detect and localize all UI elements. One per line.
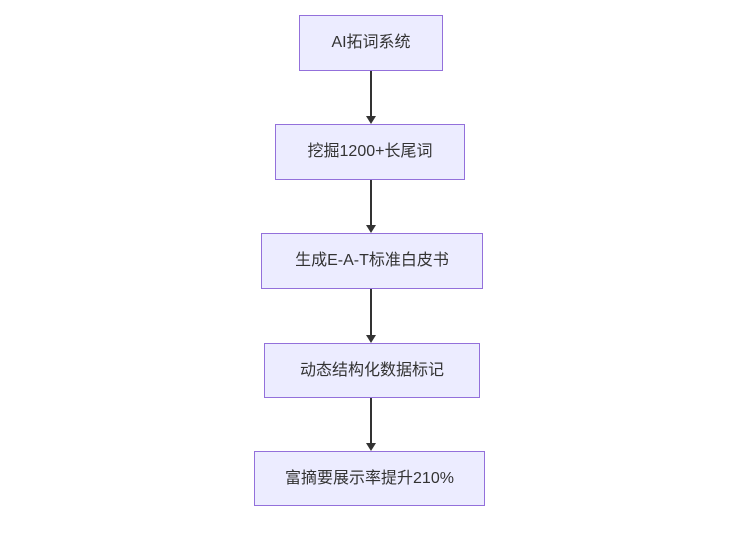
flow-node-label: 动态结构化数据标记	[299, 361, 444, 379]
connector-line	[370, 180, 372, 226]
flow-node-eat-whitepaper: 生成E-A-T标准白皮书	[261, 233, 483, 289]
flow-node-label: 富摘要展示率提升210%	[285, 469, 454, 487]
connector-3	[365, 289, 377, 343]
flow-node-label: AI拓词系统	[331, 34, 411, 52]
connector-line	[370, 289, 372, 336]
flow-node-ai-keyword-system: AI拓词系统	[299, 15, 443, 71]
arrowhead-down-icon	[366, 116, 376, 124]
arrowhead-down-icon	[366, 335, 376, 343]
connector-4	[365, 398, 377, 451]
arrowhead-down-icon	[366, 443, 376, 451]
arrowhead-down-icon	[366, 225, 376, 233]
flow-node-rich-snippet-result: 富摘要展示率提升210%	[254, 451, 485, 506]
connector-line	[370, 398, 372, 444]
connector-line	[370, 71, 372, 117]
flow-node-label: 生成E-A-T标准白皮书	[295, 252, 449, 270]
flow-node-longtail-mining: 挖掘1200+长尾词	[275, 124, 465, 180]
connector-1	[365, 71, 377, 124]
flow-node-label: 挖掘1200+长尾词	[307, 143, 433, 161]
connector-2	[365, 180, 377, 233]
flow-node-structured-data: 动态结构化数据标记	[264, 343, 480, 398]
